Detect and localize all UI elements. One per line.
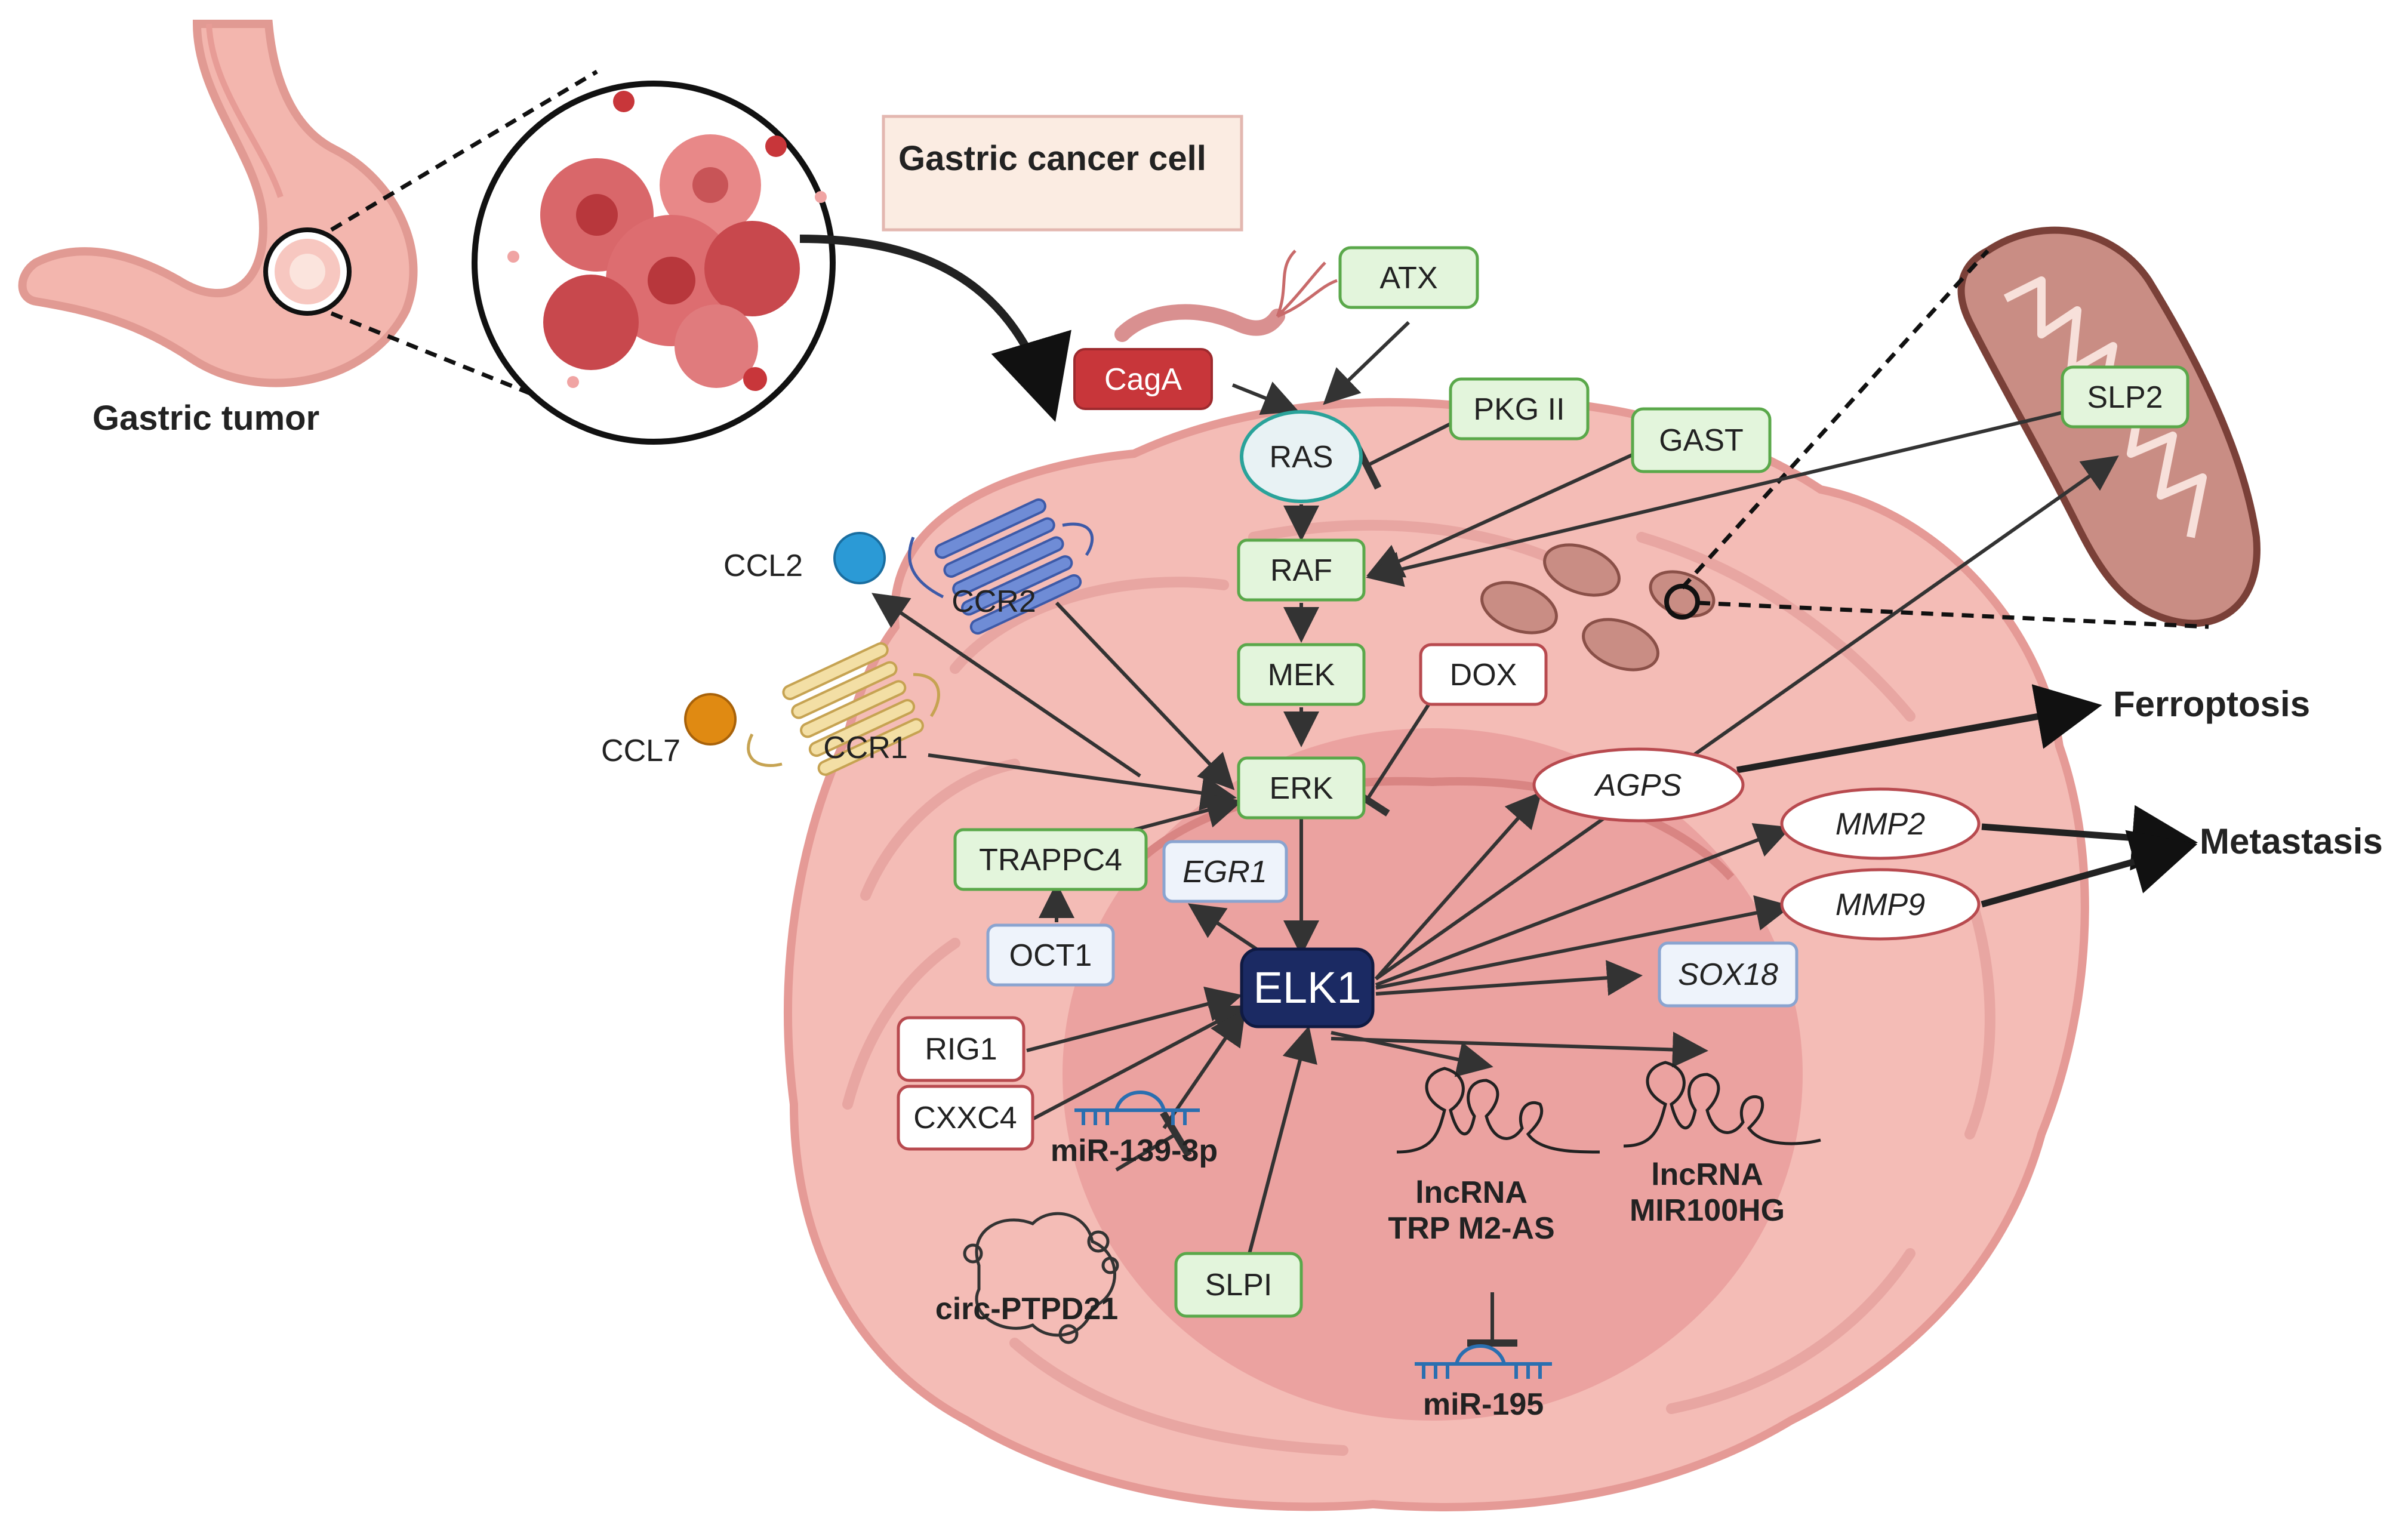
- node-caga: CagA: [1073, 348, 1213, 410]
- lncrna-trpm2as-icon: [1396, 1067, 1600, 1154]
- svg-text:RAF: RAF: [1270, 553, 1332, 588]
- node-mek: MEK: [1237, 643, 1366, 706]
- label-ccr1: CCR1: [823, 731, 908, 765]
- svg-text:RAS: RAS: [1270, 440, 1334, 475]
- svg-text:MMP2: MMP2: [1836, 807, 1925, 842]
- ccl7-ligand-icon: [684, 693, 737, 746]
- svg-text:SLP2: SLP2: [2087, 380, 2163, 415]
- title-box: Gastric cancer cell: [882, 115, 1243, 232]
- label-lnc2-line1: lncRNA: [1651, 1157, 1763, 1192]
- svg-text:PKG II: PKG II: [1473, 392, 1565, 427]
- label-circ: circ-PTPD21: [935, 1292, 1118, 1326]
- outcome-edges: [1736, 684, 2198, 908]
- tumor-zoom-circle: [472, 81, 1071, 445]
- pathway-edges: [871, 321, 2119, 1347]
- svg-text:ERK: ERK: [1270, 771, 1334, 806]
- node-ras: RAS: [1240, 410, 1363, 503]
- node-cxxc4: CXXC4: [897, 1085, 1034, 1151]
- svg-text:CagA: CagA: [1104, 362, 1182, 397]
- svg-text:DOX: DOX: [1450, 658, 1517, 692]
- ccl2-ligand-icon: [833, 532, 886, 584]
- mitochondria-small: [1480, 543, 1716, 672]
- node-slpi: SLPI: [1174, 1252, 1303, 1318]
- svg-text:ELK1: ELK1: [1253, 963, 1361, 1012]
- svg-text:AGPS: AGPS: [1594, 768, 1682, 803]
- node-sox18: SOX18: [1658, 941, 1799, 1008]
- node-agps: AGPS: [1532, 747, 1745, 823]
- circ-rna-icon: [963, 1212, 1119, 1344]
- node-slp2: SLP2: [2061, 365, 2189, 429]
- label-ccl7: CCL7: [601, 734, 680, 768]
- svg-text:SLPI: SLPI: [1205, 1268, 1273, 1302]
- label-lnc1-line1: lncRNA: [1415, 1175, 1528, 1210]
- lncrna-mir100hg-icon: [1623, 1061, 1821, 1148]
- label-mir139: miR-139-3p: [1051, 1134, 1218, 1168]
- label-ccr2: CCR2: [951, 584, 1036, 619]
- mir195-rna-icon: [1415, 1344, 1552, 1379]
- h-pylori-icon: [1114, 250, 1338, 342]
- mir139-rna-icon: [1074, 1091, 1200, 1125]
- svg-text:Gastric cancer cell: Gastric cancer cell: [898, 139, 1206, 178]
- label-ccl2: CCL2: [723, 549, 803, 583]
- node-elk1: ELK1: [1240, 947, 1375, 1028]
- label-lnc2-line2: MIR100HG: [1630, 1193, 1785, 1228]
- stomach-illustration: [18, 20, 598, 420]
- svg-text:ATX: ATX: [1379, 261, 1437, 295]
- organ-label: Gastric tumor: [93, 399, 319, 438]
- svg-text:MMP9: MMP9: [1836, 888, 1925, 922]
- cancer-cell: [784, 398, 2089, 1511]
- outcome-ferroptosis: Ferroptosis: [2113, 684, 2310, 724]
- node-egr1: EGR1: [1162, 840, 1288, 903]
- svg-text:SOX18: SOX18: [1678, 957, 1778, 992]
- svg-text:OCT1: OCT1: [1009, 938, 1092, 973]
- node-oct1: OCT1: [986, 923, 1115, 987]
- node-erk: ERK: [1237, 756, 1366, 820]
- node-mmp2: MMP2: [1780, 787, 1981, 860]
- svg-text:GAST: GAST: [1659, 423, 1744, 458]
- node-dox: DOX: [1419, 643, 1548, 706]
- svg-text:RIG1: RIG1: [925, 1032, 997, 1067]
- svg-text:EGR1: EGR1: [1182, 855, 1267, 889]
- label-lnc1-line2: TRP M2-AS: [1388, 1211, 1554, 1246]
- node-mmp9: MMP9: [1780, 868, 1981, 941]
- node-raf: RAF: [1237, 538, 1366, 602]
- node-atx: ATX: [1338, 246, 1479, 309]
- outcome-metastasis: Metastasis: [2200, 821, 2383, 861]
- node-trappc4: TRAPPC4: [953, 828, 1148, 891]
- node-pkg2: PKG II: [1449, 377, 1590, 441]
- ccr2-receptor: [908, 498, 1094, 635]
- svg-text:CXXC4: CXXC4: [913, 1101, 1017, 1135]
- svg-text:MEK: MEK: [1268, 658, 1335, 692]
- node-rig1: RIG1: [897, 1016, 1025, 1082]
- ccr1-receptor: [747, 642, 940, 776]
- node-gast: GAST: [1631, 407, 1772, 473]
- label-mir195: miR-195: [1423, 1387, 1544, 1422]
- svg-text:TRAPPC4: TRAPPC4: [979, 843, 1122, 877]
